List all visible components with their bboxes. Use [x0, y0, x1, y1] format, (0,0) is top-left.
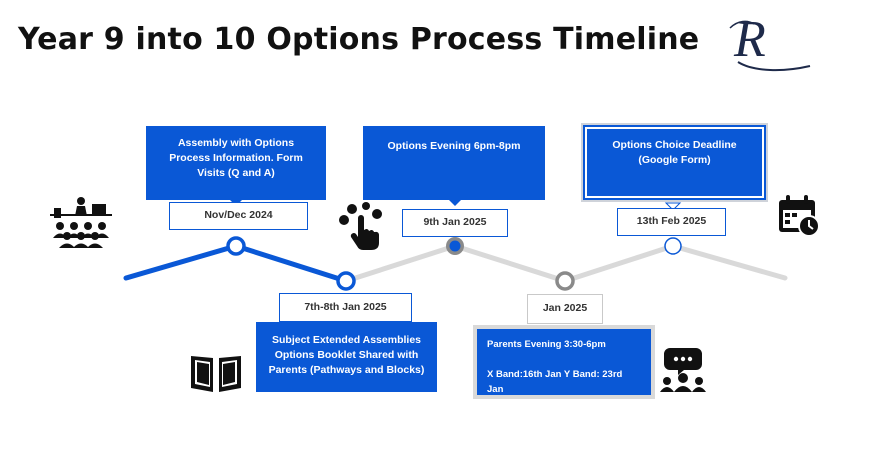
- timeline-marker-5: [664, 237, 682, 255]
- meeting-group-chat-icon: [658, 346, 708, 398]
- calendar-clock-icon: [777, 194, 821, 242]
- timeline-marker-4: [555, 271, 575, 291]
- event-4-description: Parents Evening 3:30-6pm X Band:16th Jan…: [477, 329, 651, 395]
- event-1-description: Assembly with Options Process Informatio…: [146, 126, 326, 200]
- timeline-marker-2: [336, 271, 356, 291]
- event-3-description: Options Evening 6pm-8pm: [363, 126, 545, 200]
- event-3-date: 9th Jan 2025: [402, 209, 508, 237]
- open-book-icon: [189, 352, 243, 398]
- event-4-line-2: X Band:16th Jan Y Band: 23rd Jan: [487, 369, 623, 395]
- event-5-date: 13th Feb 2025: [617, 208, 726, 236]
- page-title: Year 9 into 10 Options Process Timeline: [18, 22, 700, 57]
- event-2-date: 7th-8th Jan 2025: [279, 293, 412, 322]
- timeline-marker-1: [226, 236, 246, 256]
- event-4-line-1: Parents Evening 3:30-6pm: [487, 339, 606, 350]
- presentation-audience-icon: [50, 196, 112, 252]
- logo-letter: R: [733, 11, 766, 68]
- event-5-description: Options Choice Deadline (Google Form): [583, 125, 766, 200]
- event-4-date: Jan 2025: [527, 294, 603, 324]
- hand-pointing-choice-icon: [336, 202, 384, 254]
- event-2-description: Subject Extended Assemblies Options Book…: [256, 322, 437, 392]
- school-logo: R: [724, 6, 816, 76]
- event-1-date: Nov/Dec 2024: [169, 202, 308, 230]
